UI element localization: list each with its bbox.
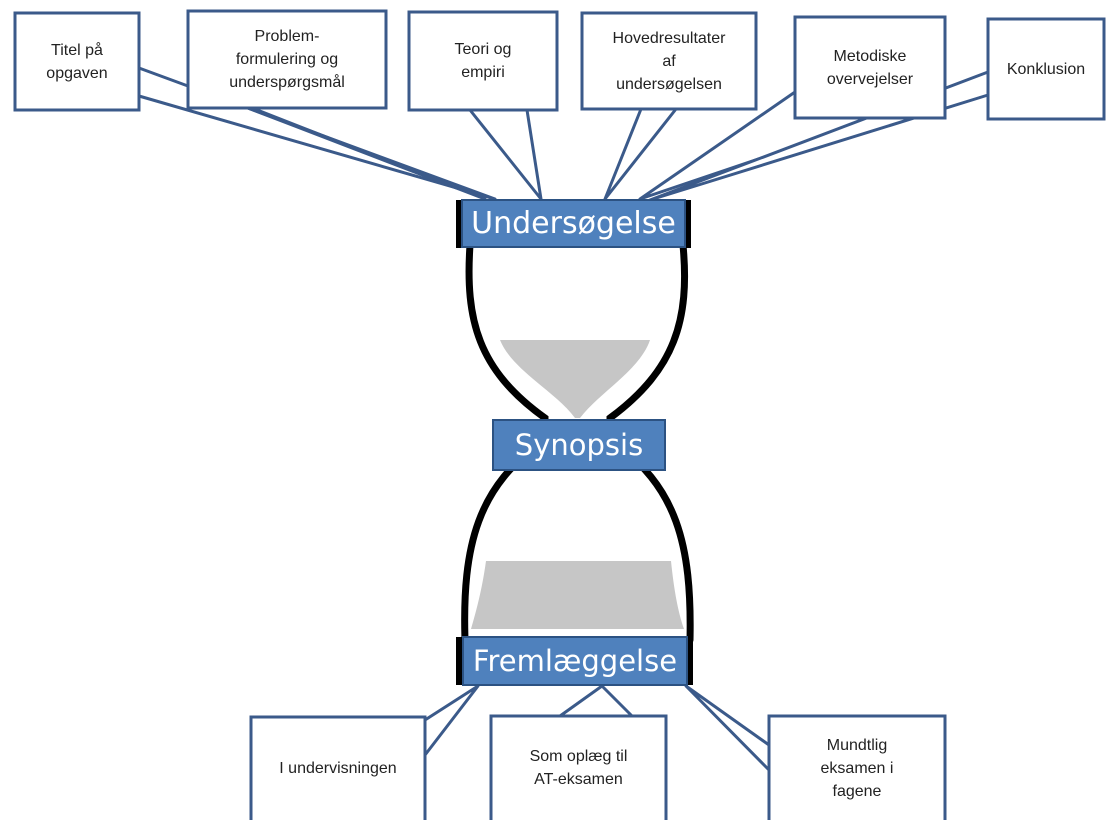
callout-at-eksamen: Som oplæg til AT-eksamen <box>529 748 628 788</box>
band-middle <box>492 419 666 471</box>
callout-box-problemformulering <box>186 9 388 110</box>
sand-top <box>500 340 650 418</box>
callout-konklusion: Konklusion <box>1006 60 1086 78</box>
callout-box-metodiske <box>793 15 947 120</box>
band-top-left-cap <box>456 200 463 248</box>
callout-teori: Teori og empiri <box>454 41 512 81</box>
callout-box-mundtlig <box>767 714 947 820</box>
callout-box-konklusion <box>986 17 1106 121</box>
callout-problemformulering: Problem- formulering og underspørgsmål <box>229 28 345 91</box>
bottom-pointer-0 <box>423 684 480 757</box>
callout-box-undervisningen <box>249 715 427 820</box>
band-label-fremlaeggelse: Fremlæggelse <box>472 644 678 678</box>
callout-undervisningen: I undervisningen <box>279 760 397 777</box>
sand-bottom <box>471 561 684 629</box>
band-label-undersogelse: Undersøgelse <box>471 206 676 241</box>
bottom-pointer-1 <box>558 684 634 718</box>
callout-box-teori <box>407 10 559 112</box>
callout-box-hovedresultater <box>580 11 758 111</box>
band-top <box>461 199 686 248</box>
callout-box-titel <box>13 11 141 112</box>
callout-box-at-eksamen <box>489 714 668 820</box>
callout-mundtlig: Mundtlig eksamen i fagene <box>820 736 894 800</box>
band-bottom-right-cap <box>686 637 693 685</box>
bottom-pointer-2 <box>684 684 771 772</box>
callout-hovedresultater: Hovedresultater af undersøgelsen <box>612 29 726 93</box>
band-label-synopsis: Synopsis <box>514 428 644 462</box>
callout-titel: Titel på opgaven <box>46 41 108 82</box>
top-pointer-2 <box>468 108 543 201</box>
band-bottom <box>462 636 688 686</box>
callout-metodiske: Metodiske overvejelser <box>826 47 914 88</box>
band-top-right-cap <box>684 200 691 248</box>
band-bottom-left-cap <box>456 637 463 685</box>
